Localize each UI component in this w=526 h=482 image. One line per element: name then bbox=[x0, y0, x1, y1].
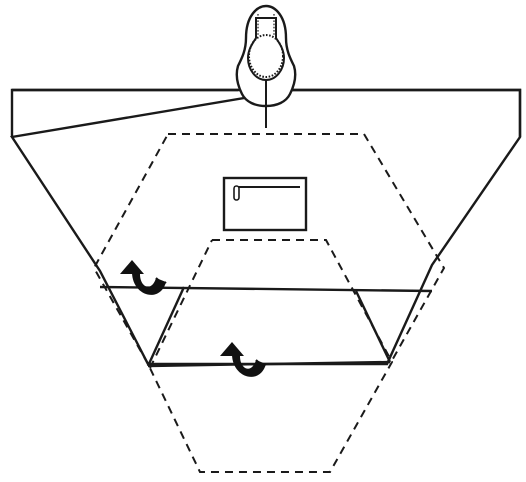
pocket-zipper-pull bbox=[234, 186, 239, 200]
front-pocket bbox=[224, 178, 306, 230]
